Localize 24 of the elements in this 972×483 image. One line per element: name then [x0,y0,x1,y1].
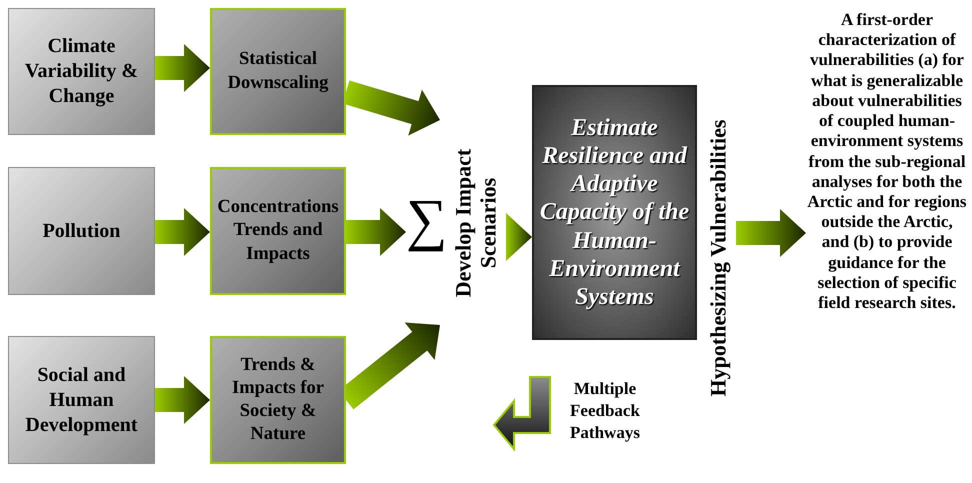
vertical-label: Hypothesizing Vulnerabilities [705,118,731,398]
process-box [210,8,346,135]
block-arrow [346,208,406,256]
box-label: Social and Human Development [24,362,139,438]
block-arrow [155,44,210,92]
highlight-box [532,85,697,340]
block-arrow [155,376,210,424]
box-label: Statistical Downscaling [226,48,330,94]
process-box [8,167,155,295]
process-box [8,336,155,464]
box-label: Pollution [42,218,120,244]
box-label: Estimate Resilience and Adaptive Capacity of the Human-Environment Systems [538,114,690,311]
box-label: Climate Variability & Change [24,34,140,109]
box-label: Concentrations Trends and Impacts [216,196,340,266]
process-box [210,167,346,295]
arrow-caption: Multiple Feedback Pathways [569,378,641,444]
process-box [8,8,155,135]
block-arrow [155,208,210,256]
process-box [210,336,346,464]
vertical-label: Develop Impact Scenarios [450,147,502,299]
block-arrow [506,213,532,261]
outcome-text: A first-order characterization of vulnerabilities (a) for what is generalizable about vulnerabilities of coupled human-environment systems from the sub-regional analyses for both the Arctic and for regions outside the Arctic, and (b) to provide guidance for the selection of specific field research sites. [806,10,968,314]
box-label: Trends & Impacts for Society & Nature [231,354,325,446]
block-arrow [736,209,806,257]
